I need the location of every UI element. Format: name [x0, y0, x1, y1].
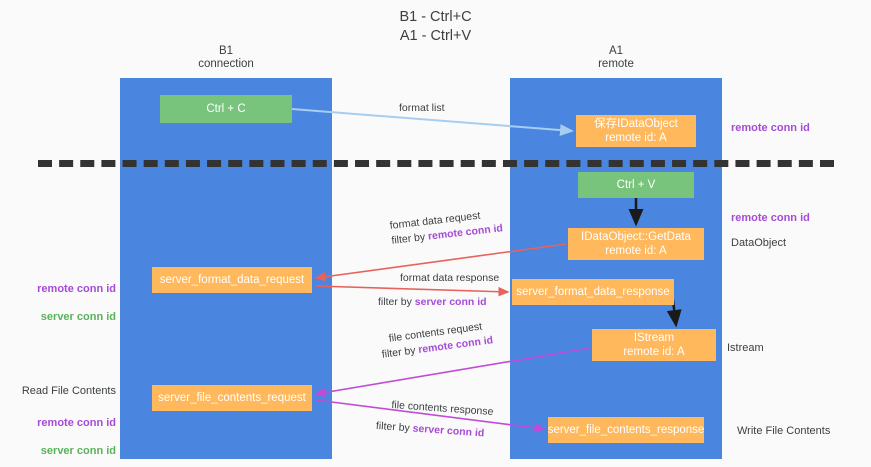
edge-label-format-data-response-text: format data response — [400, 272, 500, 284]
annotation-read-file-contents: Read File Contents — [21, 385, 116, 397]
annotation-left-server-conn-id-2: server conn id — [40, 445, 116, 457]
node-idataobject[interactable]: 保存IDataObject remote id: A — [576, 115, 696, 147]
edge-label-file-contents-request: file contents request filter by remote c… — [379, 318, 494, 362]
phase-divider — [38, 160, 834, 167]
column-header-a1: A1 remote — [598, 45, 634, 70]
filter-prefix: filter by — [375, 419, 414, 435]
edge-label-format-data-response-filter: filter by server conn id — [378, 286, 499, 310]
node-server-format-data-response[interactable]: server_format_data_response — [512, 279, 674, 305]
annotation-istream: Istream — [727, 342, 764, 354]
annotation-remote-conn-id-top: remote conn id — [731, 122, 810, 134]
edge-label-format-list: format list — [399, 102, 445, 114]
annotation-left-remote-conn-id-2: remote conn id — [37, 417, 116, 429]
edge-label-format-data-response: format data response filter by server co… — [378, 271, 499, 310]
edge-label-file-contents-response: file contents response filter by server … — [375, 397, 494, 442]
filter-key-server-conn-id: server conn id — [412, 422, 485, 440]
annotation-left-conn-ids-bottom: remote conn id server conn id — [20, 402, 116, 467]
diagram-title: B1 - Ctrl+C A1 - Ctrl+V — [399, 9, 472, 44]
node-ctrl-c[interactable]: Ctrl + C — [160, 95, 292, 123]
node-server-file-contents-request[interactable]: server_file_contents_request — [152, 385, 312, 411]
filter-prefix: filter by — [390, 230, 429, 247]
filter-key-server-conn-id: server conn id — [414, 296, 487, 308]
annotation-left-server-conn-id-1: server conn id — [40, 311, 116, 323]
filter-prefix: filter by — [378, 296, 415, 308]
annotation-left-conn-ids-top: remote conn id server conn id — [20, 268, 116, 338]
annotation-write-file-contents: Write File Contents — [737, 425, 831, 437]
node-ctrl-v[interactable]: Ctrl + V — [578, 172, 694, 198]
node-idataobject-getdata[interactable]: IDataObject::GetData remote id: A — [568, 228, 704, 260]
filter-prefix: filter by — [381, 344, 420, 361]
node-istream[interactable]: IStream remote id: A — [592, 329, 716, 361]
annotation-dataobject: DataObject — [731, 237, 787, 249]
node-server-file-contents-response[interactable]: server_file_contents_response — [548, 417, 704, 443]
annotation-remote-conn-id-mid: remote conn id — [731, 212, 810, 224]
node-server-format-data-request[interactable]: server_format_data_request — [152, 267, 312, 293]
annotation-left-remote-conn-id-1: remote conn id — [37, 283, 116, 295]
edge-label-format-data-request: format data request filter by remote con… — [389, 206, 504, 248]
column-header-b1: B1 connection — [198, 45, 254, 70]
